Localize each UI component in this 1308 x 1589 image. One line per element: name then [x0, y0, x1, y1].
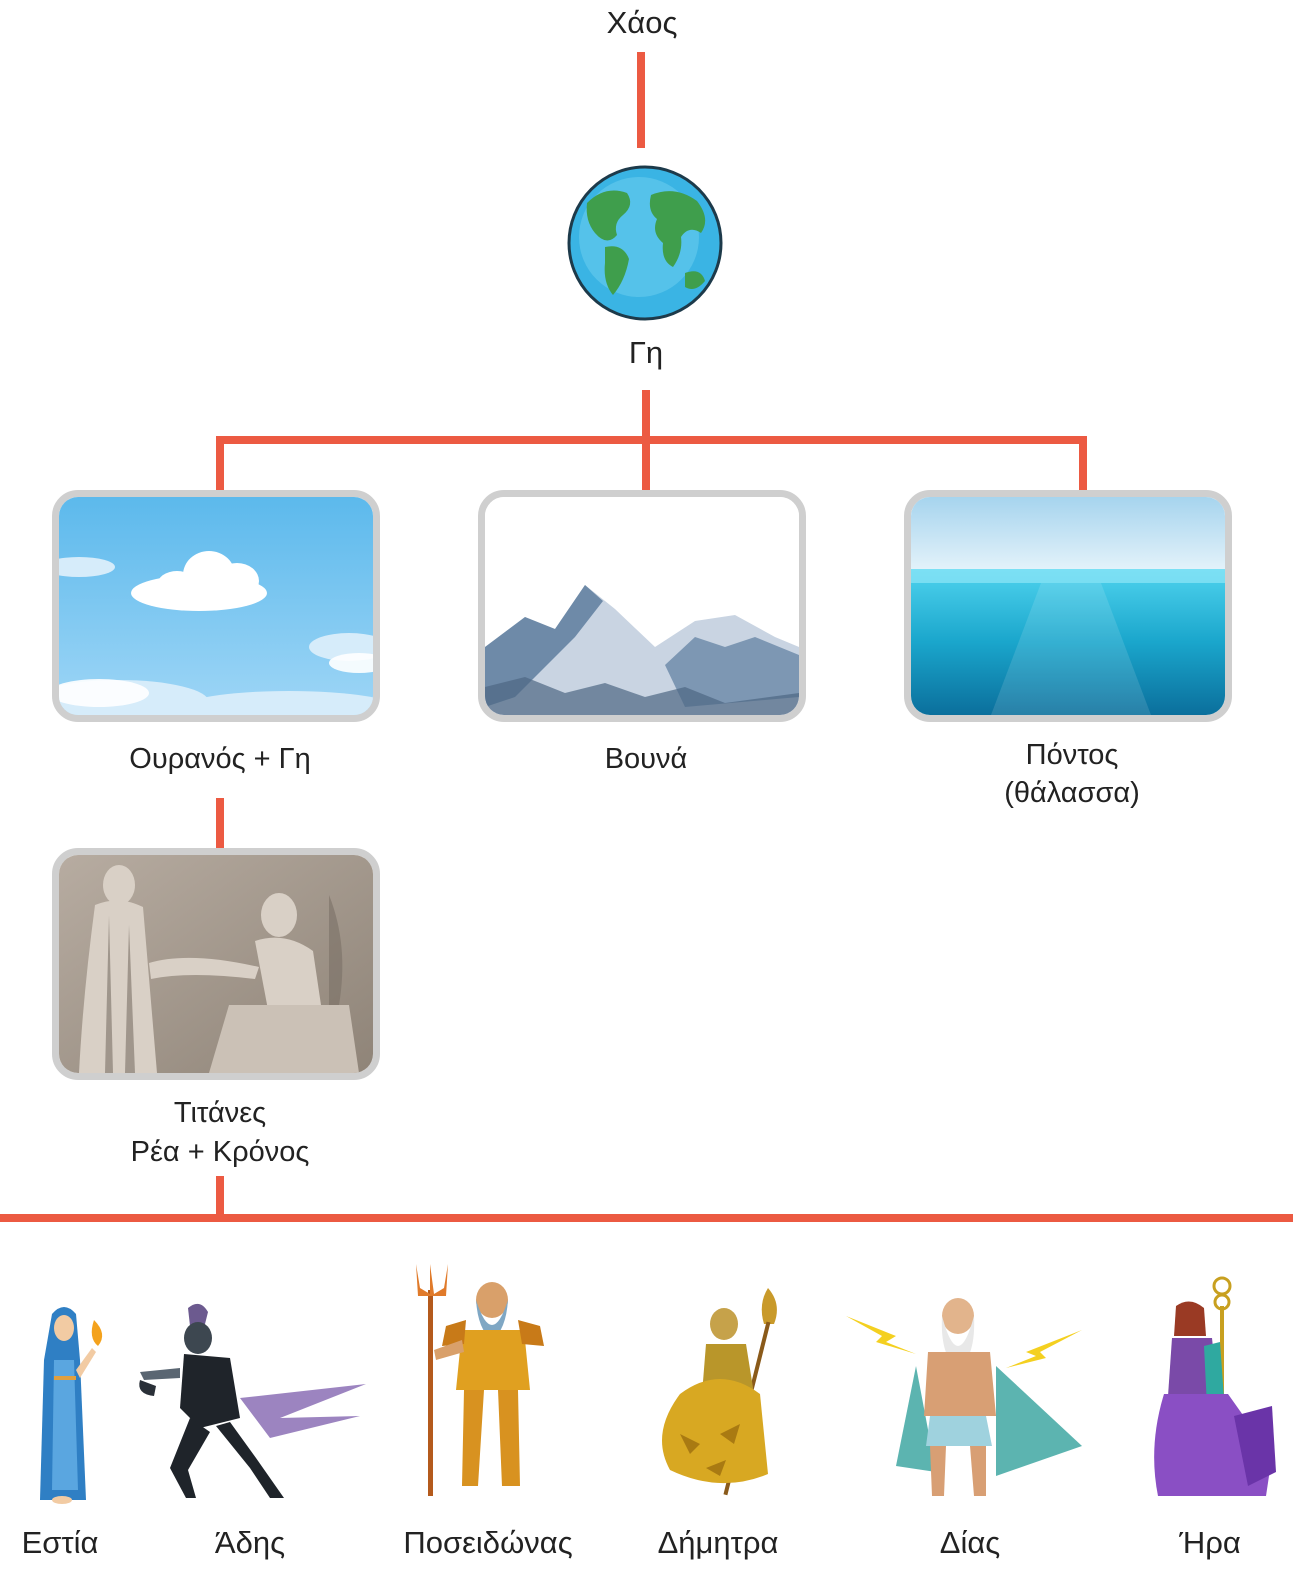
connector-horizontal-bottom — [0, 1214, 1293, 1222]
hades-label: Άδης — [214, 1525, 286, 1560]
earth-label: Γη — [628, 335, 664, 370]
poseidon-label: Ποσειδώνας — [403, 1525, 573, 1560]
zeus-label: Δίας — [939, 1525, 1001, 1560]
titans-label-line2: Ρέα + Κρόνος — [130, 1136, 310, 1168]
ouranos-image-card — [52, 490, 380, 722]
connector-to-ouranos — [216, 436, 224, 492]
hera-figure — [1148, 1276, 1278, 1502]
hera-label: Ήρα — [1179, 1525, 1241, 1560]
ouranos-label: Ουρανός + Γη — [129, 743, 311, 775]
poseidon-figure — [406, 1260, 566, 1498]
zeus-figure — [846, 1296, 1086, 1506]
pontos-label-line2: (θάλασσα) — [1004, 777, 1140, 809]
pontos-label-line1: Πόντος — [1025, 739, 1119, 771]
pontos-image-card — [904, 490, 1232, 722]
mountains-image-card — [478, 490, 806, 722]
mountains-label: Βουνά — [604, 743, 688, 775]
connector-titans-down — [216, 1176, 224, 1222]
demeter-label: Δήμητρα — [657, 1525, 779, 1560]
chaos-label: Χάος — [606, 5, 678, 40]
hades-figure — [130, 1298, 370, 1508]
hestia-label: Εστία — [21, 1525, 99, 1560]
earth-globe-image — [565, 163, 725, 323]
connector-ouranos-titans — [216, 798, 224, 848]
connector-to-pontos — [1079, 436, 1087, 492]
titans-label-line1: Τιτάνες — [173, 1097, 267, 1129]
connector-horizontal-top — [216, 436, 1087, 444]
demeter-figure — [650, 1284, 790, 1502]
titans-image-card — [52, 848, 380, 1080]
connector-chaos-earth — [637, 52, 645, 148]
hestia-figure — [22, 1300, 118, 1508]
